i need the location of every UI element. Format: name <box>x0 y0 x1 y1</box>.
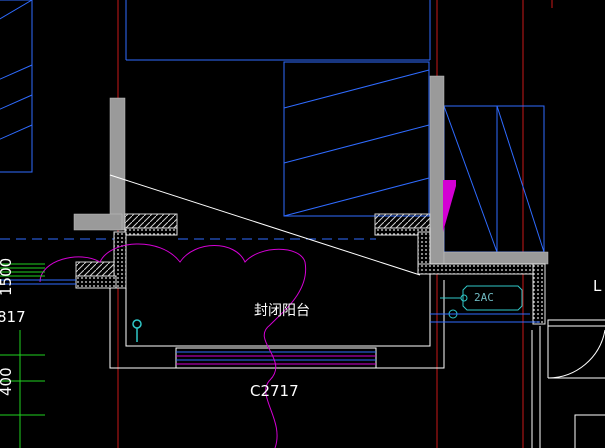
left-furniture <box>0 0 33 173</box>
dimension-vertical-bottom: 400 <box>0 367 15 396</box>
diagonal-line <box>109 174 421 276</box>
top-blue-frame <box>125 0 431 61</box>
balcony-label: 封闭阳台 <box>254 303 310 319</box>
balcony-outline <box>109 274 445 369</box>
walls <box>73 75 549 265</box>
door-swing <box>547 319 605 379</box>
magenta-pipe <box>443 180 456 232</box>
edge-label: L <box>593 277 602 295</box>
dimension-817: 817 <box>0 308 26 326</box>
ac-unit-symbol <box>430 285 540 323</box>
blue-dim-lines <box>0 279 76 285</box>
floor-drain-symbol <box>132 319 142 342</box>
dimension-vertical-top: 1500 <box>0 257 15 296</box>
right-cabinet <box>443 105 545 253</box>
window-label: C2717 <box>250 382 299 400</box>
ac-tag: 2AC <box>474 291 494 304</box>
plant-outline <box>39 243 307 448</box>
dimension-lines <box>0 263 45 448</box>
wardrobe-furniture <box>283 61 430 217</box>
right-walls <box>531 326 605 448</box>
